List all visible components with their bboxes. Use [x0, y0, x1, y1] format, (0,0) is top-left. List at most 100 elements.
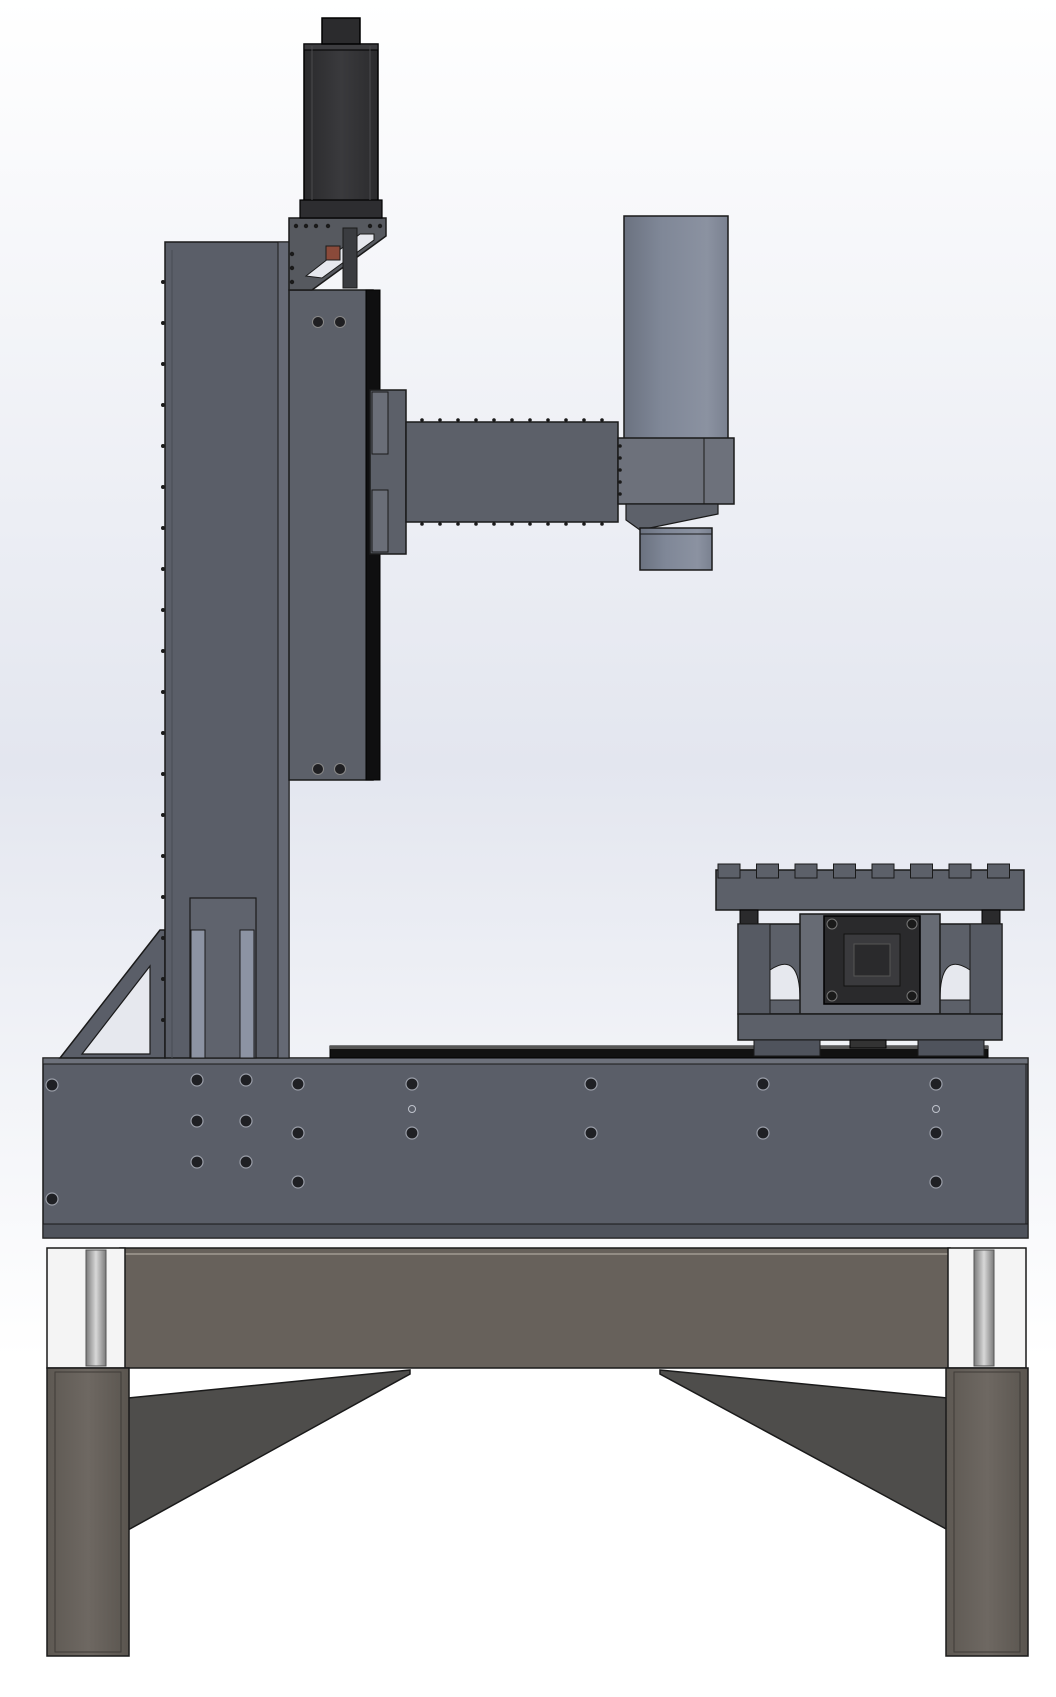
fixture-tooth: [794, 863, 818, 879]
rivet: [546, 418, 550, 422]
rivet: [161, 444, 165, 448]
rivet: [600, 522, 604, 526]
spindle-tube: [623, 215, 729, 441]
rivet: [289, 279, 295, 285]
fixture-tooth: [871, 863, 895, 879]
rivet: [564, 418, 568, 422]
rivet: [582, 522, 586, 526]
rivet: [161, 567, 165, 571]
rivet: [618, 492, 622, 496]
rivet: [618, 480, 622, 484]
gusset-brace: [58, 929, 166, 1059]
right-leg: [945, 1367, 1029, 1657]
right-diagonal-brace: [659, 1369, 949, 1532]
z-axis-carriage: [288, 289, 381, 781]
fixture-tooth: [717, 863, 741, 879]
rivet: [474, 418, 478, 422]
left-leg: [46, 1367, 130, 1657]
rivet: [420, 522, 424, 526]
rivet: [161, 403, 165, 407]
rivet: [474, 522, 478, 526]
rivet: [161, 608, 165, 612]
support-stand: [46, 1247, 1029, 1657]
stand-top-beam: [119, 1247, 951, 1369]
base-bolt: [239, 1073, 253, 1087]
rivet: [564, 522, 568, 526]
base-bolt: [405, 1077, 419, 1091]
rivet: [293, 223, 299, 229]
base-bolt: [584, 1077, 598, 1091]
rivet: [289, 251, 295, 257]
rivet: [161, 977, 165, 981]
rivet: [161, 690, 165, 694]
rivet: [438, 522, 442, 526]
rivet: [303, 223, 309, 229]
rivet: [510, 418, 514, 422]
rivet: [161, 772, 165, 776]
fixture-plate: [715, 869, 1025, 911]
base-bolt: [45, 1192, 59, 1206]
horizontal-arm: [369, 389, 619, 555]
rivet: [161, 526, 165, 530]
stepper-motor: [299, 17, 383, 219]
rivet: [161, 362, 165, 366]
rivet: [618, 468, 622, 472]
base-bolt: [291, 1175, 305, 1189]
fixture-tooth: [833, 863, 856, 879]
fixture-tooth: [756, 863, 779, 879]
rivet: [377, 223, 383, 229]
base-bolt: [45, 1078, 59, 1092]
rivet: [161, 936, 165, 940]
rivet: [456, 522, 460, 526]
spindle-block: [617, 437, 735, 505]
rivet: [582, 418, 586, 422]
base-bolt: [291, 1126, 305, 1140]
rivet: [528, 522, 532, 526]
rivet: [161, 895, 165, 899]
rivet: [161, 321, 165, 325]
base-hole: [408, 1105, 416, 1113]
rivet: [161, 731, 165, 735]
base-bolt: [190, 1114, 204, 1128]
base-bolt: [291, 1077, 305, 1091]
base-bolt: [584, 1126, 598, 1140]
rivet: [492, 522, 496, 526]
rivet: [161, 854, 165, 858]
base-bolt: [929, 1126, 943, 1140]
rivet: [618, 456, 622, 460]
base-bolt: [239, 1114, 253, 1128]
rivet: [510, 522, 514, 526]
rivet: [492, 418, 496, 422]
fixture-tooth: [910, 863, 933, 879]
rotary-table: [715, 863, 1025, 1057]
rivet: [313, 223, 319, 229]
base-bolt: [239, 1155, 253, 1169]
rivet: [161, 1018, 165, 1022]
spindle-housing: [617, 215, 735, 571]
vertical-column: [161, 241, 290, 1059]
rivet: [456, 418, 460, 422]
rivet: [618, 444, 622, 448]
base-frame: [42, 1057, 1029, 1239]
fixture-tooth: [987, 863, 1010, 879]
right-post: [973, 1249, 995, 1367]
rivet: [325, 223, 331, 229]
motor-mount-bracket: [288, 217, 387, 291]
base-bolt: [756, 1077, 770, 1091]
rivet: [289, 265, 295, 271]
rivet: [161, 280, 165, 284]
rivet: [161, 649, 165, 653]
base-hole: [932, 1105, 940, 1113]
left-post: [85, 1249, 107, 1367]
rivet: [600, 418, 604, 422]
base-bolt: [405, 1126, 419, 1140]
left-diagonal-brace: [127, 1369, 411, 1532]
rivet: [161, 813, 165, 817]
rivet: [546, 522, 550, 526]
fixture-tooth: [948, 863, 972, 879]
rivet: [438, 418, 442, 422]
base-bolt: [756, 1126, 770, 1140]
base-bolt: [929, 1175, 943, 1189]
